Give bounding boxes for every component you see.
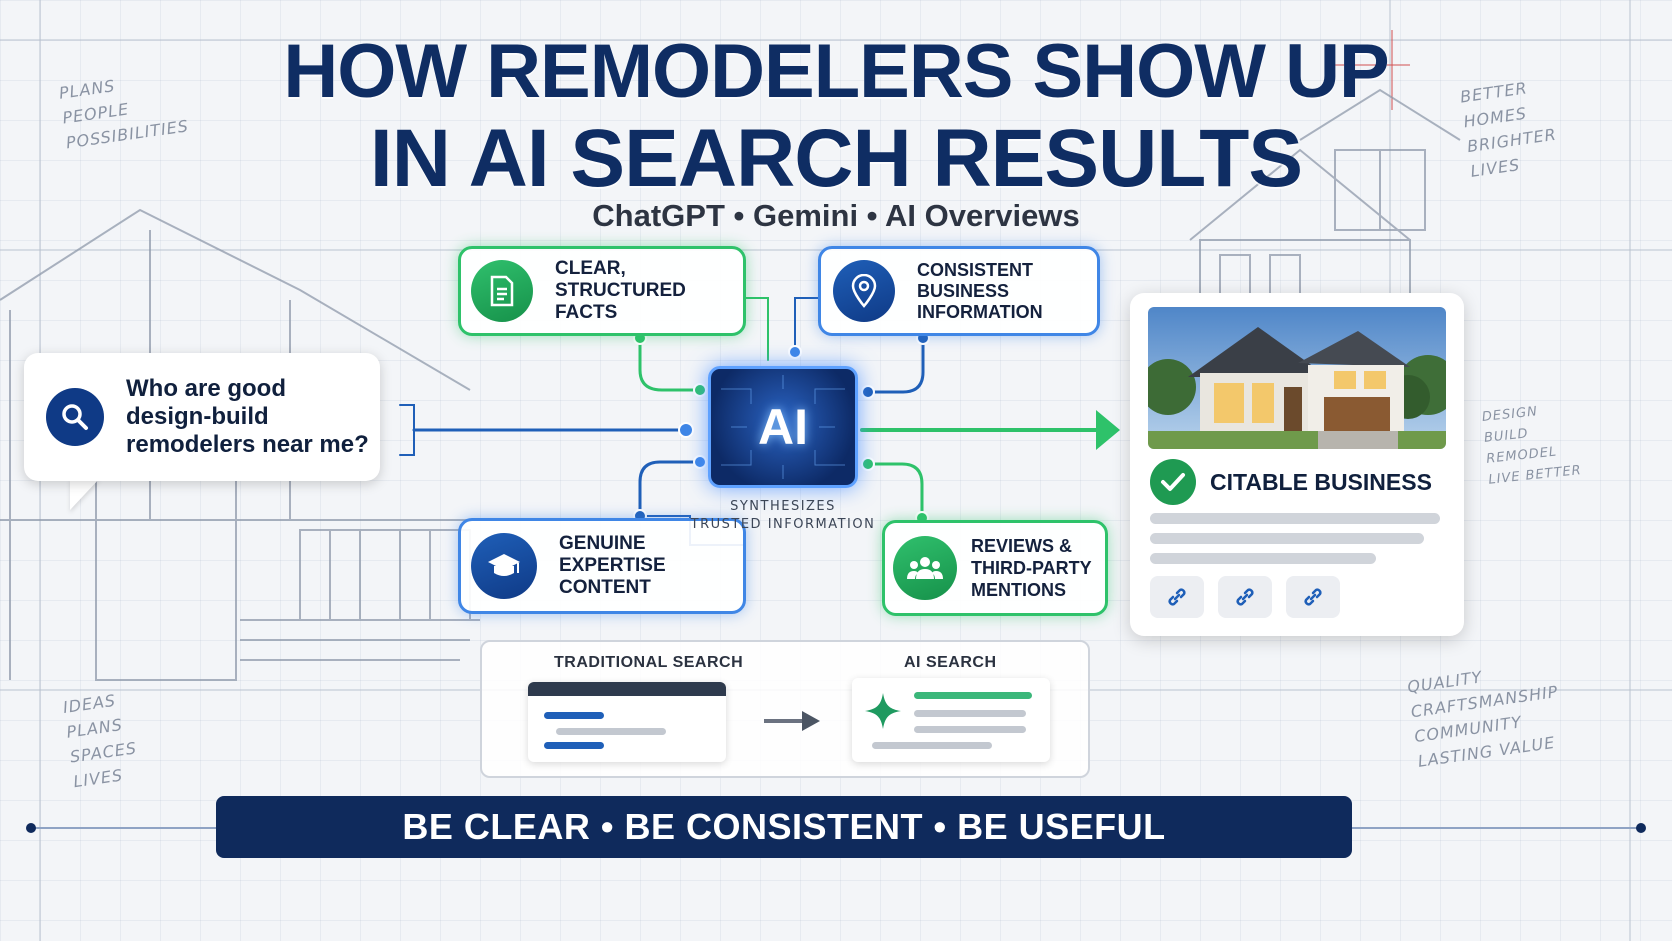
search-icon (46, 388, 104, 446)
circuit-pattern (721, 375, 845, 479)
footer-decor-line (30, 827, 216, 829)
link-icon[interactable] (1150, 576, 1204, 618)
house-photo (1148, 307, 1446, 449)
citable-business-card: CITABLE BUSINESS (1130, 293, 1464, 636)
footer-decor-dot (26, 823, 36, 833)
ai-chip-caption: SYNTHESIZES TRUSTED INFORMATION (690, 499, 876, 532)
ai-chip-label: AI (758, 399, 808, 455)
traditional-search-mockup (528, 682, 726, 762)
link-icon[interactable] (1286, 576, 1340, 618)
people-icon (893, 536, 957, 600)
footer-decor-line (1352, 827, 1642, 829)
search-query-bubble: Who are good design-build remodelers nea… (24, 353, 380, 481)
ai-chip: AI (708, 366, 858, 488)
factor-label: CLEAR,STRUCTURED FACTS (555, 258, 686, 323)
location-pin-icon (833, 260, 895, 322)
ai-search-label: AI SEARCH (904, 654, 997, 671)
title-line-2: IN AI SEARCH RESULTS (369, 113, 1303, 204)
subtitle: ChatGPT • Gemini • AI Overviews (592, 198, 1080, 233)
placeholder-line (1150, 513, 1440, 524)
traditional-search-label: TRADITIONAL SEARCH (554, 654, 744, 671)
search-query-text: Who are good design-build remodelers nea… (126, 375, 369, 458)
footer-banner: BE CLEAR • BE CONSISTENT • BE USEFUL (216, 796, 1352, 858)
footer-decor-dot (1636, 823, 1646, 833)
document-icon (471, 260, 533, 322)
sparkle-icon (865, 693, 901, 729)
placeholder-line (1150, 553, 1376, 564)
arrow-right-icon (764, 711, 820, 731)
bubble-tail (70, 478, 100, 510)
factor-card-structured-facts: CLEAR,STRUCTURED FACTS (458, 246, 746, 336)
title-line-1: HOW REMODELERS SHOW UP (283, 29, 1389, 114)
search-comparison-panel: TRADITIONAL SEARCH AI SEARCH (480, 640, 1090, 778)
ai-search-mockup (852, 678, 1050, 762)
placeholder-line (1150, 533, 1424, 544)
check-icon (1150, 459, 1196, 505)
graduation-cap-icon (471, 533, 537, 599)
citable-business-title: CITABLE BUSINESS (1210, 469, 1432, 495)
link-icon[interactable] (1218, 576, 1272, 618)
